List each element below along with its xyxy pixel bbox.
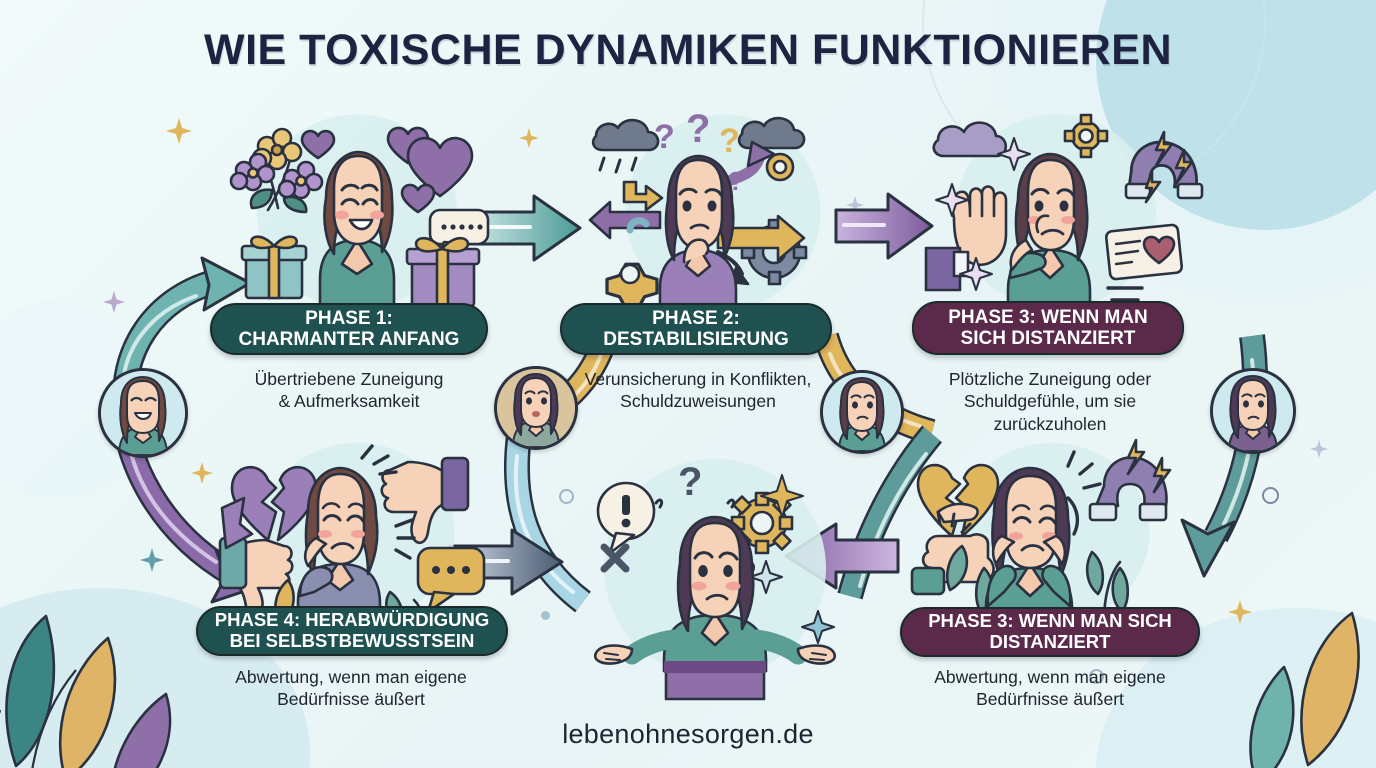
speech-bubble-icon xyxy=(416,546,486,614)
person-shrugging xyxy=(593,515,837,701)
sparkle-icon xyxy=(1310,440,1328,458)
phase-1-illustration xyxy=(222,112,492,314)
rain-cloud-icon xyxy=(591,118,660,174)
phase-1-pill-line2: CHARMANTER ANFANG xyxy=(238,329,460,350)
phase-4-pill[interactable]: PHASE 4: HERABWÜRDIGUNG BEI SELBSTBEWUSS… xyxy=(196,606,508,656)
exclamation-bubble-icon xyxy=(596,481,656,555)
medallion-center-left xyxy=(494,366,578,450)
phase-3-repeat-caption-line1: Abwertung, wenn man eigene xyxy=(934,667,1166,687)
phase-3-repeat-pill-line1: PHASE 3: WENN MAN SICH xyxy=(928,610,1172,632)
phase-3-repeat-pill-line2: DISTANZIERT xyxy=(989,631,1111,652)
phase-3-repeat-caption-line2: Bedürfnisse äußert xyxy=(976,689,1124,710)
sparkle-icon xyxy=(1228,600,1252,624)
phase-3-caption: Plötzliche Zuneigung oder Schuldgefühle,… xyxy=(900,368,1200,435)
phase-3-pill-line2: SICH DISTANZIERT xyxy=(960,328,1136,349)
phase-1-caption-line1: Übertriebene Zuneigung xyxy=(254,369,444,389)
magnet-icon xyxy=(1124,140,1204,200)
circle-decor xyxy=(1262,487,1279,504)
phase-2-illustration: ? ? ? ? xyxy=(588,107,848,314)
person-happy xyxy=(318,150,396,314)
phase-4-caption-line1: Abwertung, wenn man eigene xyxy=(235,667,467,687)
phase-3-repeat-pill[interactable]: PHASE 3: WENN MAN SICH DISTANZIERT xyxy=(900,607,1200,657)
broken-heart-gold-icon xyxy=(916,463,1000,538)
phase-3-repeat-caption: Abwertung, wenn man eigene Bedürfnisse ä… xyxy=(890,666,1210,711)
curve-center-blue xyxy=(455,430,635,630)
flower-bouquet-icon xyxy=(229,127,324,214)
sparkle-icon xyxy=(846,196,864,214)
page-title: WIE TOXISCHE DYNAMIKEN FUNKTIONIEREN xyxy=(203,26,1173,74)
arrow-icon xyxy=(588,200,662,240)
phase-3-caption-line3: zurückzuholen xyxy=(993,413,1107,434)
phase-1-caption: Übertriebene Zuneigung & Aufmerksamkeit xyxy=(196,368,502,413)
arrow-phase2-to-phase3 xyxy=(834,190,936,262)
love-letter-icon xyxy=(1104,223,1184,281)
person-worried xyxy=(1006,152,1092,316)
svg-text:?: ? xyxy=(654,118,675,156)
gear-icon xyxy=(1063,113,1109,159)
phase-2-caption-line1: Verunsicherung in Konflikten, xyxy=(584,369,812,389)
medallion-center-right xyxy=(820,370,904,454)
phase-3-caption-line1: Plötzliche Zuneigung oder xyxy=(948,369,1152,389)
thumbs-down-icon xyxy=(380,456,470,545)
phase-1-pill[interactable]: PHASE 1: CHARMANTER ANFANG xyxy=(210,303,488,355)
phase-2-caption-line2: Schuldzuweisungen xyxy=(620,391,776,412)
medallion-left xyxy=(98,368,188,458)
sparkle-icon xyxy=(801,610,835,644)
medallion-right xyxy=(1210,368,1296,454)
sparkle-icon xyxy=(519,128,539,148)
phase-4-caption-line2: Bedürfnisse äußert xyxy=(277,689,425,710)
center-illustration: ? xyxy=(570,455,860,705)
phase-2-pill[interactable]: PHASE 2: DESTABILISIERUNG xyxy=(560,303,832,355)
dot-decor xyxy=(541,611,550,620)
svg-text:?: ? xyxy=(719,122,740,160)
leaf-decor-bottom-right xyxy=(1202,603,1376,768)
sparkle-icon xyxy=(103,291,125,313)
arrow-icon xyxy=(622,180,664,212)
person-distressed xyxy=(984,466,1074,632)
sparkle-icon xyxy=(166,118,192,144)
phase-3-illustration xyxy=(924,112,1204,316)
thumbs-down-icon xyxy=(218,536,294,617)
phase-3-pill[interactable]: PHASE 3: WENN MAN SICH DISTANZIERT xyxy=(912,301,1184,355)
phase-1-caption-line2: & Aufmerksamkeit xyxy=(278,391,420,412)
phase-3-repeat-illustration xyxy=(910,438,1198,632)
circle-decor xyxy=(1089,669,1104,684)
question-mark-icon: ? ? ? ? xyxy=(654,107,744,196)
magnet-icon xyxy=(1088,456,1168,522)
leaf-decor-bottom-left xyxy=(0,598,220,768)
lightning-icon xyxy=(1126,438,1172,494)
x-mark-icon xyxy=(600,543,630,573)
sparkle-icon xyxy=(191,462,213,484)
lightning-icon xyxy=(1144,130,1194,204)
broken-heart-icon xyxy=(230,465,318,542)
phase-3-pill-line1: PHASE 3: WENN MAN xyxy=(948,306,1148,328)
cloud-icon xyxy=(932,121,1008,158)
circle-decor xyxy=(559,489,574,504)
sparkle-icon xyxy=(760,474,804,518)
gear-icon xyxy=(765,152,795,182)
sparkle-icon xyxy=(749,560,783,594)
gift-box-icon xyxy=(240,235,308,300)
person-confused xyxy=(658,154,738,314)
phase-1-pill-line1: PHASE 1: xyxy=(305,307,393,329)
svg-text:?: ? xyxy=(686,107,710,151)
curve-far-right-down xyxy=(1178,330,1358,590)
phase-4-illustration xyxy=(218,440,492,632)
phase-2-pill-line1: PHASE 2: xyxy=(652,307,740,329)
gear-icon xyxy=(605,262,659,310)
stop-hand-icon xyxy=(924,185,1008,292)
question-mark-icon: ? xyxy=(678,460,702,504)
phase-4-pill-line2: BEI SELBSTBEWUSSTSEIN xyxy=(229,630,475,651)
person-sad xyxy=(296,466,382,632)
gift-box-icon xyxy=(405,236,481,308)
phase-4-caption: Abwertung, wenn man eigene Bedürfnisse ä… xyxy=(186,666,516,711)
phase-4-pill-line1: PHASE 4: HERABWÜRDIGUNG xyxy=(214,609,490,631)
phase-2-pill-line2: DESTABILISIERUNG xyxy=(603,329,789,350)
sparkle-icon xyxy=(140,548,164,572)
footer-url: lebenohnesorgen.de xyxy=(562,719,814,749)
phase-3-caption-line2: Schuldgefühle, um sie xyxy=(963,391,1137,412)
rain-cloud-icon xyxy=(737,116,806,150)
phase-2-caption: Verunsicherung in Konflikten, Schuldzuwe… xyxy=(548,368,848,413)
fist-icon xyxy=(910,510,995,596)
